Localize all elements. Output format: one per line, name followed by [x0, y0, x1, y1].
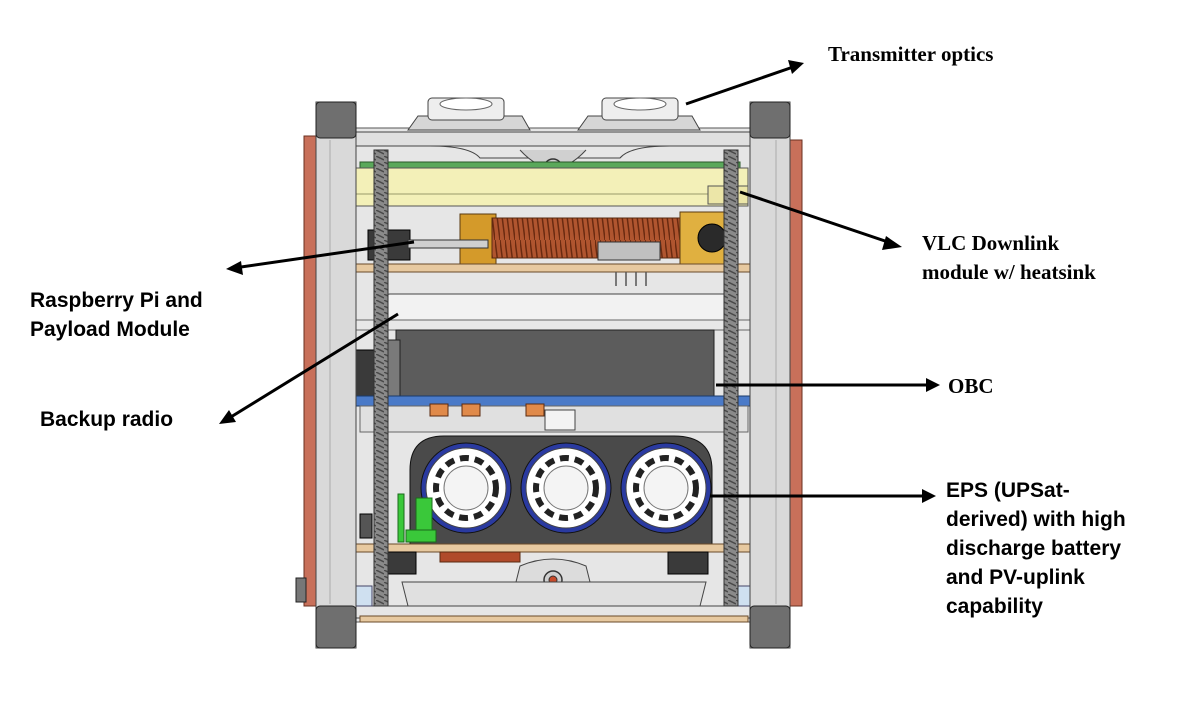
- callout-arrows: [219, 60, 940, 503]
- obc-box: [355, 329, 753, 433]
- label-line: Payload Module: [30, 318, 190, 341]
- label-line: capability: [946, 595, 1043, 618]
- label-eps: EPS (UPSat- derived) with high discharge…: [946, 476, 1126, 621]
- label-text: Backup radio: [40, 408, 174, 431]
- threaded-rods: [373, 149, 739, 607]
- battery-2: [520, 442, 612, 534]
- right-rail: [749, 101, 791, 649]
- eps-batteries: [355, 435, 753, 575]
- battery-3: [620, 442, 712, 534]
- label-line: discharge battery: [946, 537, 1122, 560]
- label-text: Transmitter optics: [828, 42, 994, 66]
- label-obc: OBC: [948, 372, 994, 401]
- label-raspberry-pi: Raspberry Pi and Payload Module: [30, 286, 203, 344]
- eps-connectors: [359, 493, 437, 543]
- label-line: Raspberry Pi and: [30, 289, 203, 312]
- arrow-backup-radio: [219, 312, 399, 424]
- label-line: module w/ heatsink: [922, 260, 1096, 284]
- label-transmitter-optics: Transmitter optics: [828, 40, 993, 69]
- transmitter-optics: [407, 97, 701, 131]
- label-line: derived) with high: [946, 508, 1126, 531]
- label-line: VLC Downlink: [922, 231, 1060, 255]
- label-text: OBC: [948, 374, 994, 398]
- arrow-eps: [710, 489, 936, 503]
- arrow-vlc: [739, 190, 902, 250]
- label-backup-radio: Backup radio: [40, 405, 173, 434]
- label-vlc-downlink: VLC Downlink module w/ heatsink: [922, 229, 1096, 287]
- left-rail: [295, 101, 357, 649]
- vlc-heatsink: [355, 167, 749, 207]
- arrow-obc: [716, 378, 940, 392]
- rpi-payload-module: [355, 293, 753, 331]
- bottom-plate: [335, 558, 773, 623]
- arrow-rpi: [226, 240, 415, 275]
- battery-1: [420, 442, 512, 534]
- label-line: EPS (UPSat-: [946, 479, 1070, 502]
- arrow-transmitter: [685, 60, 804, 106]
- label-line: and PV-uplink: [946, 566, 1085, 589]
